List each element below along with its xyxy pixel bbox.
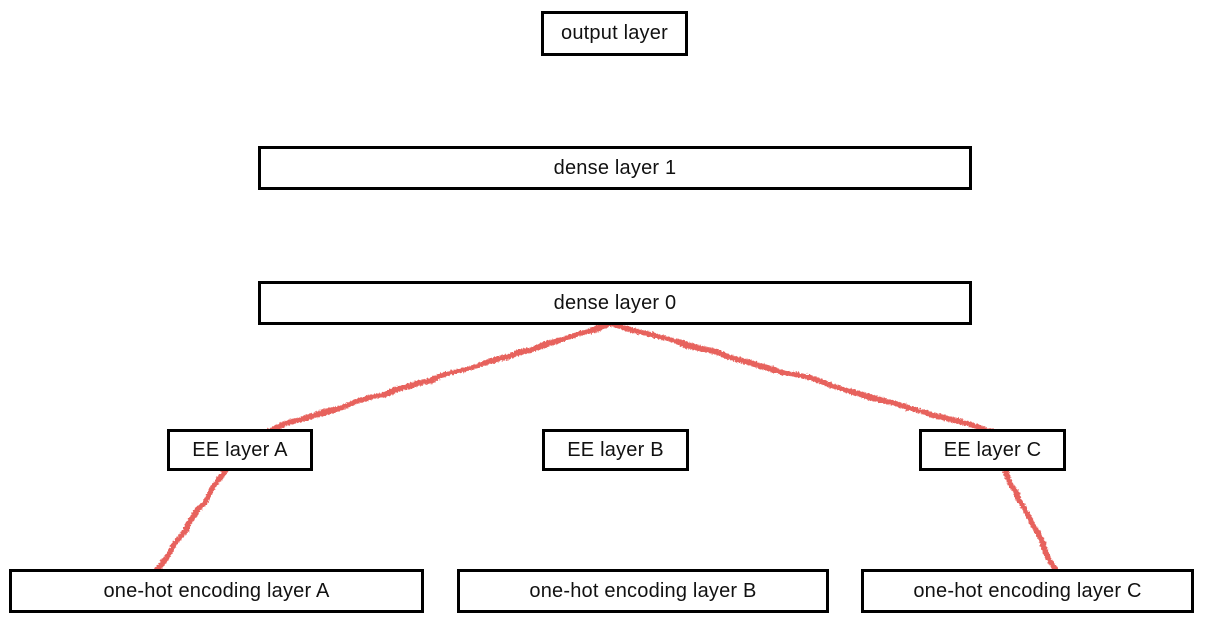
edge-ee_layer_a-to-one_hot_layer_a	[149, 464, 229, 576]
node-one-hot-encoding-layer-a: one-hot encoding layer A	[9, 569, 424, 613]
node-ee-layer-b-label: EE layer B	[567, 438, 664, 461]
node-output-layer: output layer	[541, 11, 688, 56]
node-ee-layer-a: EE layer A	[167, 429, 313, 471]
node-one-hot-encoding-layer-a-label: one-hot encoding layer A	[103, 579, 330, 602]
node-one-hot-encoding-layer-b: one-hot encoding layer B	[457, 569, 829, 613]
node-output-layer-label: output layer	[561, 22, 668, 44]
node-dense-layer-0-label: dense layer 0	[553, 291, 677, 314]
node-dense-layer-1: dense layer 1	[258, 146, 972, 190]
node-ee-layer-c: EE layer C	[919, 429, 1066, 471]
node-ee-layer-a-label: EE layer A	[192, 438, 288, 461]
edge-dense_layer_0-to-ee_layer_c	[607, 319, 1000, 434]
edge-group	[149, 47, 1059, 576]
node-one-hot-encoding-layer-c-label: one-hot encoding layer C	[913, 579, 1142, 602]
node-one-hot-encoding-layer-c: one-hot encoding layer C	[861, 569, 1194, 613]
edge-ee_layer_c-to-one_hot_layer_c	[999, 464, 1059, 576]
node-ee-layer-c-label: EE layer C	[943, 438, 1042, 461]
node-dense-layer-0: dense layer 0	[258, 281, 972, 325]
node-one-hot-encoding-layer-b-label: one-hot encoding layer B	[529, 579, 757, 602]
node-ee-layer-b: EE layer B	[542, 429, 689, 471]
edge-dense_layer_0-to-ee_layer_a	[249, 319, 613, 436]
node-dense-layer-1-label: dense layer 1	[553, 156, 677, 179]
